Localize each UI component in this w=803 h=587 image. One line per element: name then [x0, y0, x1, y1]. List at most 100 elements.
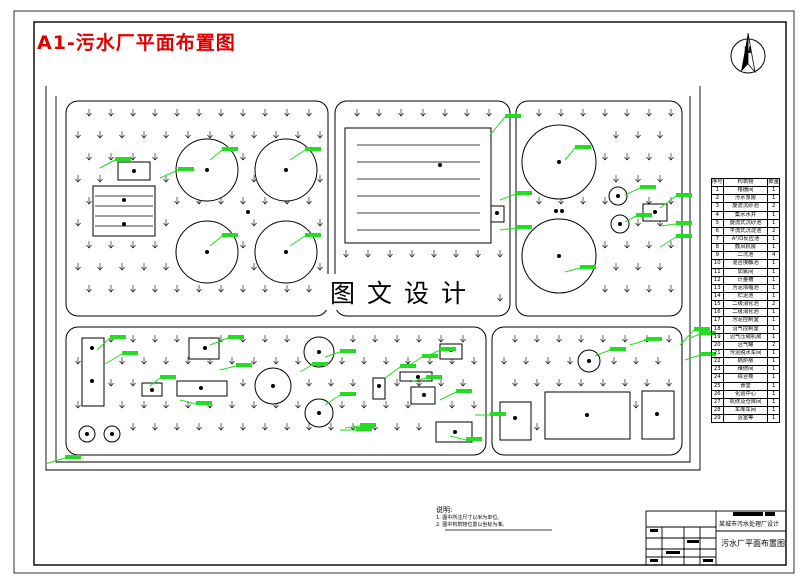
greenery-arrow	[666, 335, 672, 343]
legend-cell-no: 11	[711, 267, 724, 277]
greenery-arrow	[646, 197, 652, 205]
legend-cell-no: 1	[711, 186, 724, 196]
leader-line	[209, 235, 223, 247]
greenery-arrow	[251, 263, 257, 271]
greenery-arrow	[343, 250, 349, 258]
leader-tag	[65, 455, 81, 459]
greenery-arrow	[75, 175, 81, 183]
greenery-arrow	[431, 250, 437, 258]
greenery-arrow	[545, 357, 551, 365]
legend-cell-qty: 1	[767, 316, 780, 326]
greenery-arrow	[174, 197, 180, 205]
center-mark	[199, 386, 203, 390]
center-mark	[203, 346, 207, 350]
greenery-arrow	[471, 357, 477, 365]
center-mark	[271, 384, 275, 388]
block-pretreatment	[65, 100, 329, 317]
greenery-arrow	[420, 109, 426, 117]
block-admin	[491, 326, 683, 456]
greenery-arrow	[97, 175, 103, 183]
legend-cell-name: 车库车间	[722, 405, 769, 416]
legend-cell-name: 二沉池	[722, 251, 769, 261]
greenery-arrow	[86, 285, 92, 293]
greenery-arrow	[108, 379, 114, 387]
greenery-arrow	[86, 109, 92, 117]
legend-cell-no: 3	[711, 202, 724, 212]
legend-cell-no: 23	[711, 365, 724, 375]
center-mark	[317, 350, 321, 354]
title-block	[645, 510, 787, 566]
legend-cell-no: 25	[711, 381, 724, 391]
greenery-arrow	[108, 241, 114, 249]
legend-cell-name: 锅炉房	[722, 357, 769, 367]
greenery-arrow	[141, 357, 147, 365]
legend-header-no: 序号	[711, 177, 724, 188]
leader-tag	[222, 233, 238, 237]
greenery-arrow	[240, 197, 246, 205]
legend-cell-no: 8	[711, 243, 724, 253]
center-mark	[122, 222, 126, 226]
greenery-arrow	[460, 379, 466, 387]
greenery-arrow	[602, 197, 608, 205]
legend-cell-name: 机修及仓库间	[722, 397, 769, 407]
leader-line	[499, 193, 517, 201]
greenery-arrow	[163, 131, 169, 139]
greenery-arrow	[317, 219, 323, 227]
legend-cell-no: 14	[711, 291, 724, 302]
greenery-arrow	[97, 263, 103, 271]
greenery-arrow	[633, 401, 639, 409]
center-mark	[122, 198, 126, 202]
legend-cell-name: 沼气压缩机房	[722, 332, 769, 342]
leader-tag	[196, 401, 212, 405]
watermark: 图文设计	[326, 274, 483, 310]
greenery-arrow	[657, 131, 663, 139]
legend-cell-name: A²/O反应池	[722, 234, 769, 245]
leader-tag	[236, 363, 252, 367]
legend-cell-name: 旋流沉砂池	[722, 202, 769, 212]
greenery-arrow	[383, 357, 389, 365]
greenery-arrow	[262, 335, 268, 343]
leader-tag	[426, 375, 442, 379]
greenery-arrow	[668, 109, 674, 117]
legend-cell-qty: 2	[767, 340, 780, 350]
greenery-arrow	[130, 335, 136, 343]
center-mark	[416, 375, 420, 379]
greenery-arrow	[613, 131, 619, 139]
leader-tag	[700, 331, 716, 335]
greenery-arrow	[523, 357, 529, 365]
greenery-arrow	[486, 109, 492, 117]
legend-cell-name: 污泥浓缩池	[722, 283, 769, 293]
center-mark	[90, 379, 94, 383]
greenery-arrow	[633, 357, 639, 365]
legend-cell-name: 混合接触池	[722, 259, 769, 269]
legend-cell-no: 26	[711, 389, 724, 399]
leader-tag	[422, 354, 438, 358]
site-boundary	[45, 86, 701, 471]
greenery-arrow	[141, 401, 147, 409]
north-arrow: N	[730, 32, 766, 74]
greenery-arrow	[558, 109, 564, 117]
greenery-arrow	[613, 175, 619, 183]
center-mark	[90, 346, 94, 350]
leader-line	[384, 366, 401, 379]
greenery-arrow	[141, 131, 147, 139]
block-sludge	[65, 326, 487, 456]
leader-line	[289, 149, 306, 161]
blocks	[65, 100, 683, 456]
greenery-arrow	[365, 250, 371, 258]
greenery-arrow	[438, 335, 444, 343]
greenery-arrow	[295, 401, 301, 409]
leader-line	[659, 236, 677, 248]
greenery-arrow	[501, 357, 507, 365]
greenery-arrow	[229, 401, 235, 409]
leader-tag	[700, 352, 716, 356]
legend-cell-no: 6	[711, 226, 724, 236]
legend-cell-name: 污水泵房	[722, 194, 769, 204]
legend-cell-qty: 1	[767, 365, 780, 375]
